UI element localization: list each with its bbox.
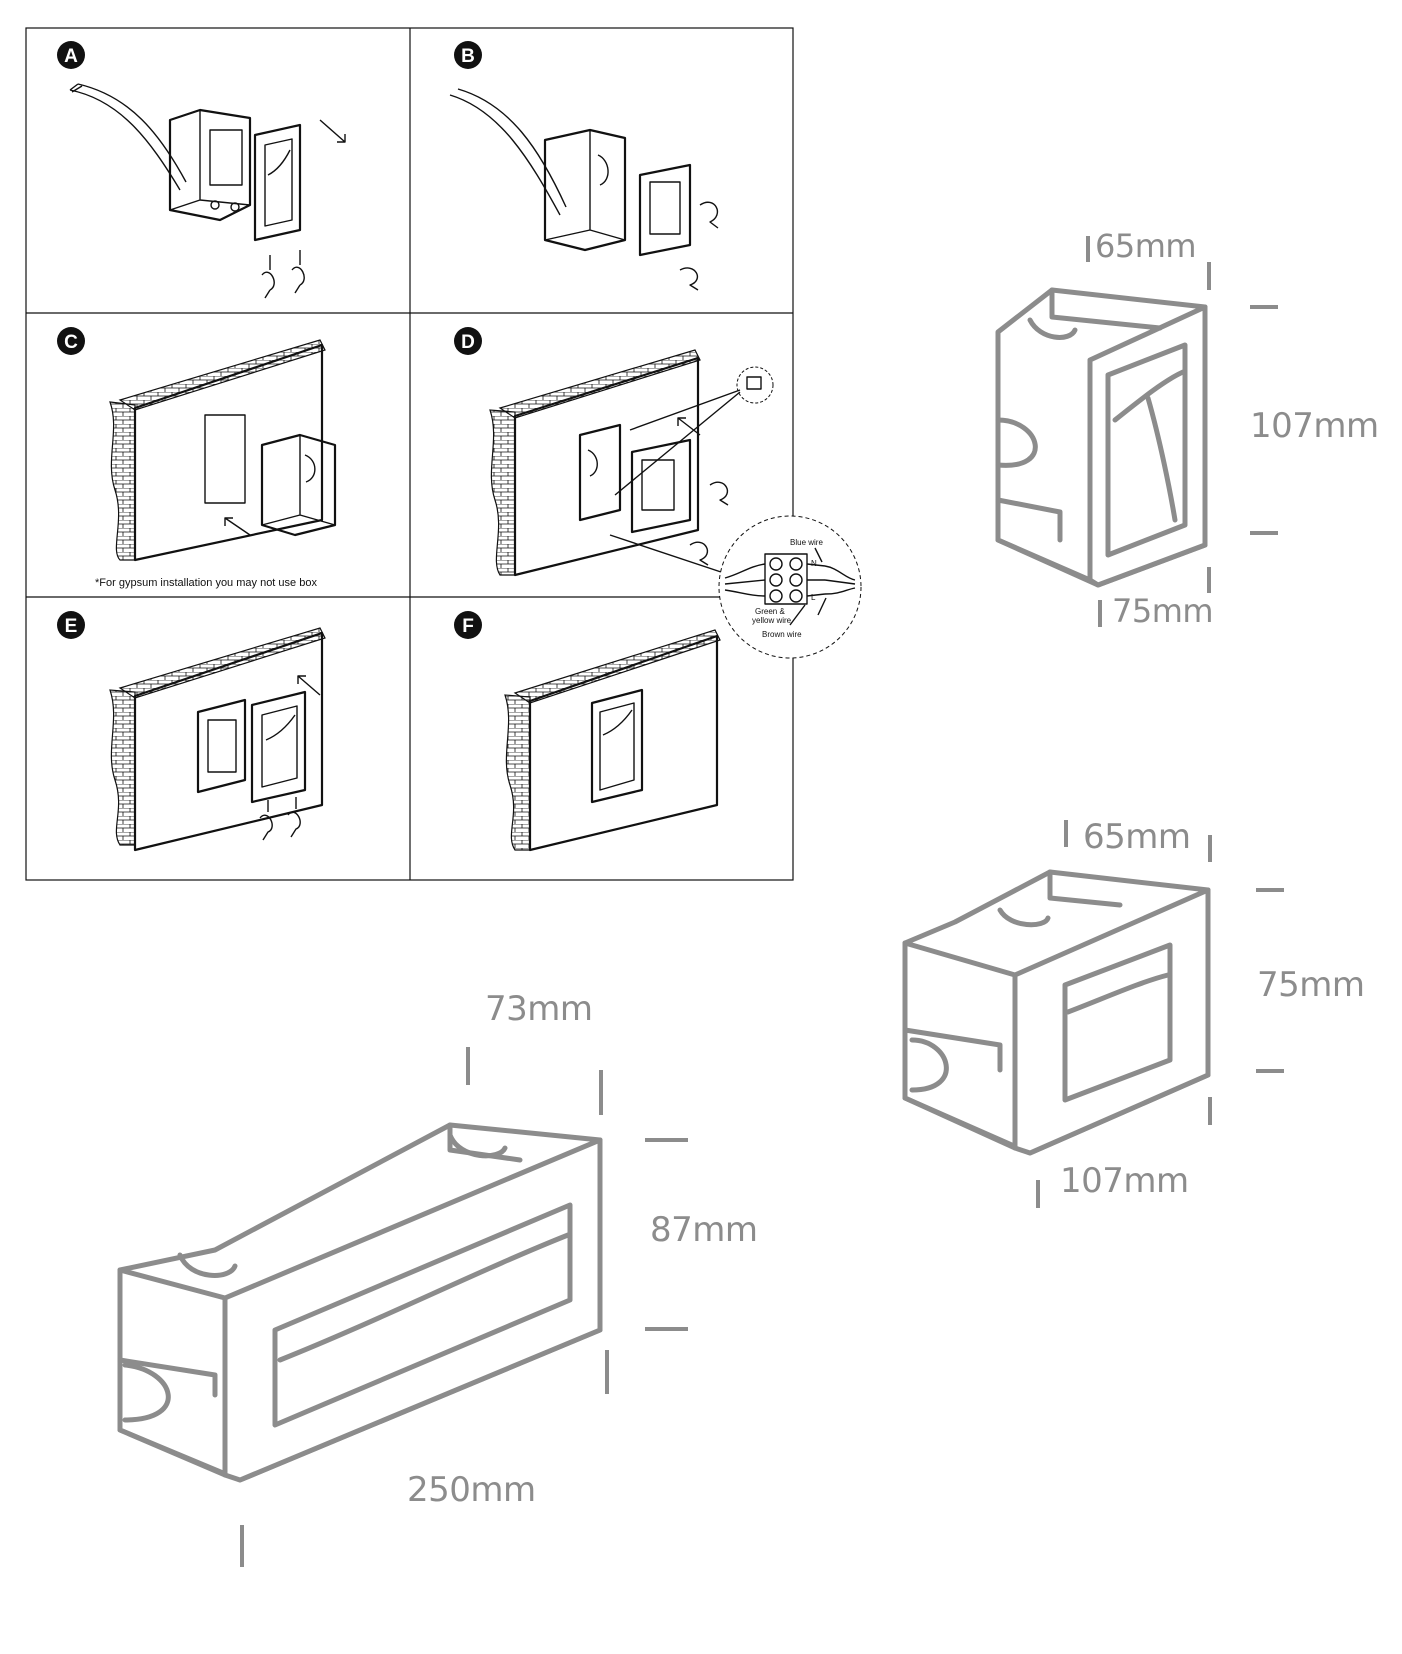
svg-text:B: B bbox=[461, 46, 475, 67]
product-small-width: 65mm bbox=[1095, 227, 1196, 265]
svg-text:D: D bbox=[461, 332, 475, 353]
junction-box-icon bbox=[578, 423, 622, 522]
step-a-panel: A bbox=[57, 41, 346, 299]
detail-callout-icon bbox=[614, 366, 774, 496]
wiring-detail: Blue wire N L Green & yellow wire Brown … bbox=[718, 515, 862, 659]
mounting-plate-icon bbox=[630, 438, 692, 534]
terminal-block-icon bbox=[764, 553, 808, 605]
wall-icon bbox=[489, 349, 701, 577]
mounting-plate-icon bbox=[638, 163, 692, 257]
arrow-icon bbox=[224, 517, 251, 536]
mounting-plate-icon bbox=[196, 698, 247, 794]
junction-box-icon bbox=[543, 128, 627, 252]
cover-frame-icon bbox=[253, 123, 302, 242]
screw-icon bbox=[259, 797, 301, 841]
step-d-badge: D bbox=[454, 327, 482, 355]
instruction-grid bbox=[25, 27, 794, 881]
product-medium-body bbox=[902, 869, 1211, 1156]
cable-icon bbox=[69, 83, 187, 191]
screw-icon bbox=[679, 201, 719, 291]
installed-light-icon bbox=[590, 688, 644, 804]
step-b-panel: B bbox=[449, 41, 719, 291]
svg-text:A: A bbox=[64, 46, 78, 67]
product-medium-drawing: 65mm 75mm 107mm bbox=[902, 817, 1365, 1208]
blue-wire-label: Blue wire bbox=[790, 538, 823, 547]
wall-icon bbox=[109, 339, 326, 562]
junction-box-icon bbox=[260, 433, 337, 537]
step-c-badge: C bbox=[57, 327, 85, 355]
junction-box-icon bbox=[168, 108, 252, 222]
svg-text:F: F bbox=[462, 616, 474, 637]
green-yellow-wire-label-1: Green & bbox=[755, 607, 785, 616]
green-yellow-wire-label-2: yellow wire bbox=[752, 616, 792, 625]
arrow-icon bbox=[297, 675, 321, 696]
product-long-depth: 250mm bbox=[407, 1470, 536, 1510]
cable-icon bbox=[449, 88, 567, 216]
step-e-badge: E bbox=[57, 611, 85, 639]
product-small-depth: 75mm bbox=[1112, 592, 1213, 630]
step-c-panel: C *For gypsum installation you may not u… bbox=[57, 327, 337, 589]
svg-text:E: E bbox=[65, 616, 78, 637]
step-e-panel: E bbox=[57, 611, 326, 852]
cover-frame-icon bbox=[250, 690, 307, 804]
brown-wire-label: Brown wire bbox=[762, 630, 802, 639]
product-small-drawing: 65mm 107mm 75mm bbox=[995, 227, 1379, 630]
wall-icon bbox=[504, 629, 721, 852]
product-long-drawing: 73mm 87mm 250mm bbox=[117, 989, 758, 1567]
product-small-height: 107mm bbox=[1250, 406, 1379, 446]
gypsum-note: *For gypsum installation you may not use… bbox=[95, 577, 317, 589]
arrow-icon bbox=[319, 119, 346, 143]
screw-icon bbox=[689, 481, 729, 566]
step-a-badge: A bbox=[57, 41, 85, 69]
product-long-height: 87mm bbox=[650, 1210, 758, 1250]
product-long-width: 73mm bbox=[485, 989, 593, 1029]
step-d-panel: D bbox=[454, 327, 774, 577]
step-f-badge: F bbox=[454, 611, 482, 639]
arrow-icon bbox=[677, 417, 701, 436]
wall-icon bbox=[109, 627, 326, 852]
product-medium-height: 75mm bbox=[1257, 965, 1365, 1005]
product-long-body bbox=[117, 1122, 603, 1483]
product-medium-width: 65mm bbox=[1083, 817, 1191, 857]
neutral-label: N bbox=[811, 559, 817, 568]
svg-text:C: C bbox=[64, 332, 78, 353]
step-b-badge: B bbox=[454, 41, 482, 69]
product-small-body bbox=[995, 287, 1208, 588]
product-medium-depth: 107mm bbox=[1060, 1161, 1189, 1201]
live-label: L bbox=[811, 593, 816, 602]
screw-icon bbox=[261, 250, 305, 299]
step-f-panel: F bbox=[454, 611, 721, 852]
